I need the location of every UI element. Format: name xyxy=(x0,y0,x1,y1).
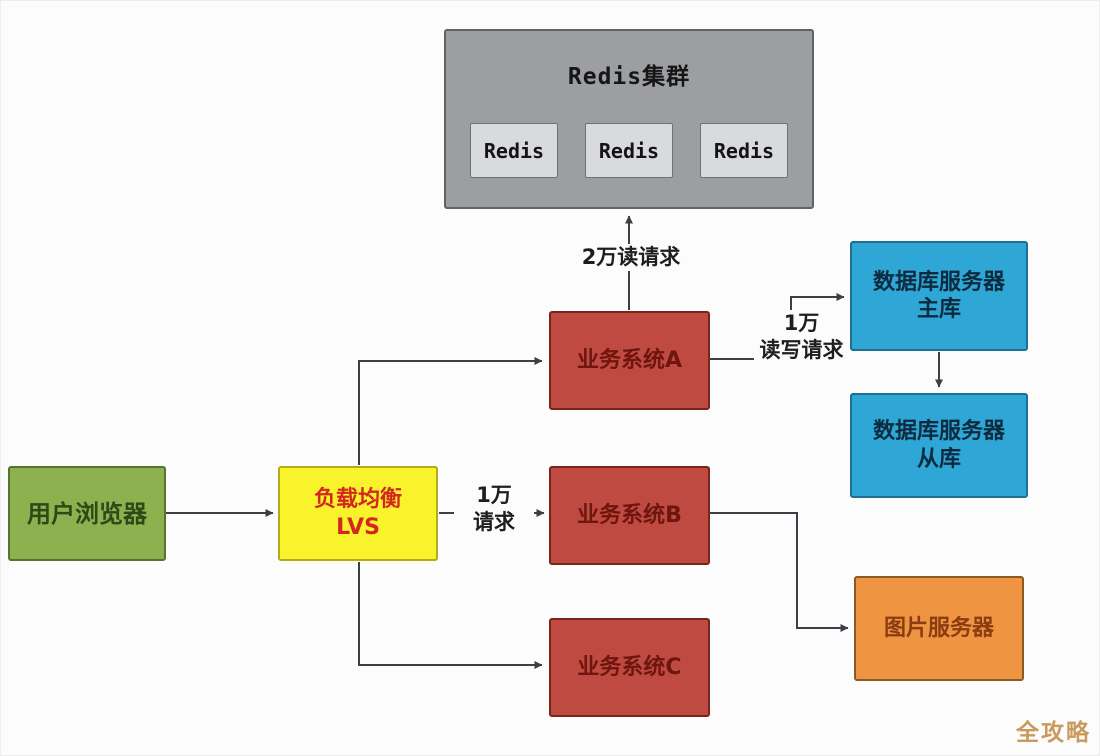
node-system-b: 业务系统B xyxy=(549,466,710,565)
db-master-label-line1: 数据库服务器 xyxy=(872,269,1005,295)
node-system-a: 业务系统A xyxy=(549,311,710,410)
node-db-slave: 数据库服务器 从库 xyxy=(850,393,1028,498)
db-slave-label-line2: 从库 xyxy=(916,446,961,472)
node-user-browser: 用户浏览器 xyxy=(8,466,166,561)
user-browser-label: 用户浏览器 xyxy=(27,499,147,528)
system-b-label: 业务系统B xyxy=(577,502,682,528)
edge-label-lvs-requests: 1万 请求 xyxy=(454,482,534,536)
edge-label-lvs-requests-line2: 请求 xyxy=(473,510,515,534)
watermark: 全攻略 xyxy=(1016,720,1091,746)
system-c-label: 业务系统C xyxy=(577,654,682,680)
redis-cluster-title: Redis集群 xyxy=(567,64,691,90)
load-balancer-label-line1: 负载均衡 xyxy=(313,487,402,512)
redis-cluster-items: Redis Redis Redis xyxy=(446,123,812,178)
image-server-label: 图片服务器 xyxy=(883,615,994,641)
system-a-label: 业务系统A xyxy=(576,347,683,373)
edge-label-readwrite-line1: 1万 xyxy=(783,311,820,335)
node-load-balancer: 负载均衡 LVS xyxy=(278,466,438,561)
node-redis-3: Redis xyxy=(700,123,788,178)
edge-lvs-to-system-c xyxy=(358,562,543,669)
edge-label-readwrite-line2: 读写请求 xyxy=(759,338,844,362)
node-system-c: 业务系统C xyxy=(549,618,710,717)
edge-lvs-to-system-a xyxy=(358,357,543,465)
edge-label-read-requests: 2万读请求 xyxy=(556,244,706,271)
node-image-server: 图片服务器 xyxy=(854,576,1024,681)
db-master-label-line2: 主库 xyxy=(916,297,961,322)
node-redis-1: Redis xyxy=(470,123,558,178)
node-db-master: 数据库服务器 主库 xyxy=(850,241,1028,351)
node-redis-2: Redis xyxy=(585,123,673,178)
edge-system-b-to-image-server xyxy=(710,512,849,632)
edge-label-lvs-requests-line1: 1万 xyxy=(476,483,512,507)
load-balancer-label-line2: LVS xyxy=(336,514,380,540)
db-slave-label-line1: 数据库服务器 xyxy=(872,419,1005,444)
edge-label-readwrite-requests: 1万 读写请求 xyxy=(754,310,849,364)
node-redis-cluster: Redis集群 Redis Redis Redis xyxy=(444,29,814,209)
